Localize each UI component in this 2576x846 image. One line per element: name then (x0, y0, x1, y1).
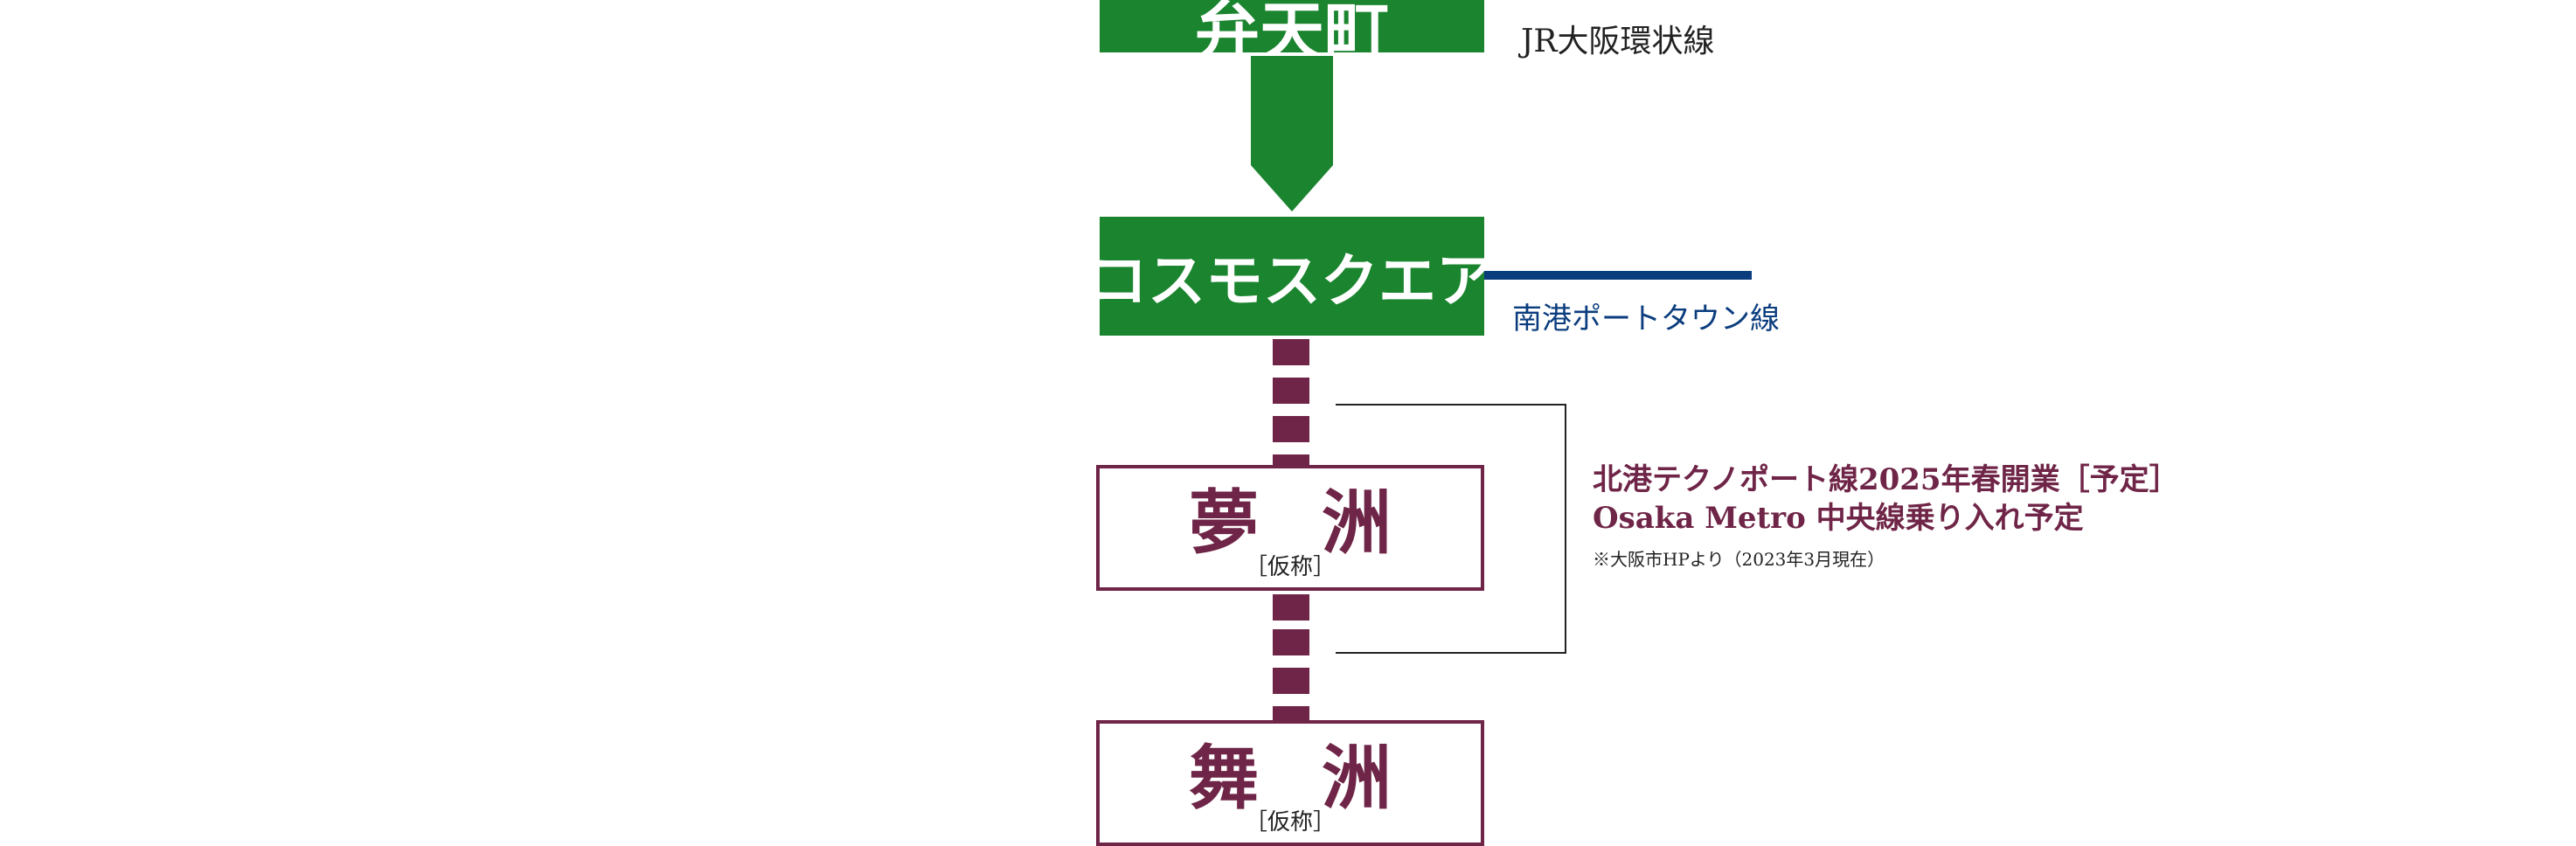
line-segment (1273, 668, 1309, 694)
jr-loop-line-label: JR大阪環状線 (1521, 24, 1715, 59)
nanko-port-town-line (1484, 271, 1752, 280)
nanko-port-town-line-label: 南港ポートタウン線 (1512, 302, 1780, 336)
station-maishima-name: 舞洲 (1189, 737, 1455, 819)
station-yumeshima-note: ［仮称］ (1244, 554, 1336, 580)
line-segment (1273, 594, 1309, 621)
station-maishima-note: ［仮称］ (1244, 809, 1336, 836)
station-cosmo-square: コスモスクエア (1090, 217, 1494, 336)
station-yumeshima: 夢洲 ［仮称］ (1096, 465, 1484, 591)
hokko-techno-port-footnote: ※大阪市HPより（2023年3月現在） (1593, 549, 1885, 570)
hokko-techno-port-label-2: Osaka Metro 中央線乗り入れ予定 (1593, 501, 2084, 536)
station-bentencho: 弁天町 (1100, 0, 1484, 70)
line-segment (1273, 629, 1309, 655)
line-segment (1273, 378, 1309, 404)
station-maishima: 舞洲 ［仮称］ (1096, 720, 1484, 846)
line-segment (1273, 416, 1309, 442)
down-arrow-icon (1251, 56, 1333, 212)
line-segment (1273, 339, 1309, 365)
station-yumeshima-name: 夢洲 (1189, 482, 1455, 564)
line-segment (1273, 454, 1309, 465)
bracket-connector (1336, 404, 1566, 654)
station-cosmo-square-label: コスモスクエア (1090, 246, 1494, 315)
hokko-techno-port-label-1: 北港テクノポート線2025年春開業［予定］ (1593, 462, 2179, 497)
